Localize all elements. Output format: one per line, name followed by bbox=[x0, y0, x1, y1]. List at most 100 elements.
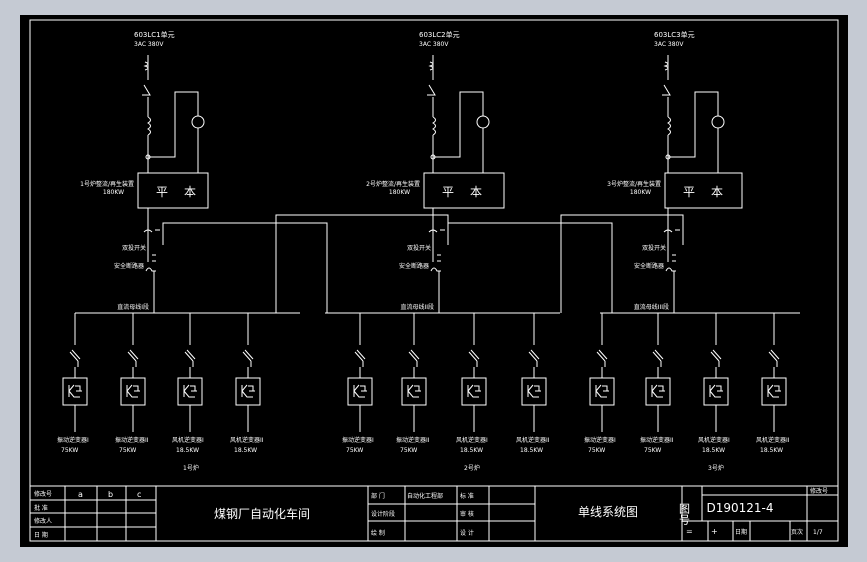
igbt-icon bbox=[68, 384, 82, 398]
unit-name: 603LC3单元 bbox=[654, 30, 695, 39]
drawing-number: D190121-4 bbox=[706, 501, 773, 515]
drawing-title: 单线系统图 bbox=[578, 505, 638, 519]
fuse-switch-icon bbox=[652, 349, 664, 367]
tie-line bbox=[447, 222, 613, 313]
safety-breaker-label: 安全断路器 bbox=[399, 262, 429, 270]
project-name: 煤钢厂自动化车间 bbox=[214, 506, 310, 521]
date-field-label: 日期 bbox=[735, 528, 747, 536]
unit-voltage: 3AC 380V bbox=[419, 41, 449, 48]
fuse-switch-icon bbox=[242, 349, 254, 367]
design-stage-label: 设计阶段 bbox=[371, 510, 395, 518]
load-name: 风机逆变器I bbox=[698, 436, 730, 444]
reactor-icon bbox=[432, 116, 436, 136]
inverter-box bbox=[401, 377, 427, 406]
contact-icon bbox=[672, 254, 676, 262]
rectifier-symbol: 平 bbox=[442, 185, 454, 199]
single-line-diagram: 603LC1单元3AC 380V平本1号炉整流/再生装置180KW双投开关安全断… bbox=[29, 19, 839, 542]
unit-name: 603LC2单元 bbox=[419, 30, 460, 39]
breaker-icon bbox=[662, 84, 671, 96]
load-power: 18.5KW bbox=[760, 447, 783, 454]
meter-icon bbox=[476, 115, 490, 129]
igbt-icon bbox=[183, 384, 197, 398]
fuse-icon bbox=[428, 61, 434, 71]
load-name: 振动逆变器II bbox=[396, 436, 430, 444]
wire bbox=[148, 91, 199, 158]
fuse-switch-icon bbox=[354, 349, 366, 367]
page-number: 1/7 bbox=[813, 529, 823, 536]
igbt-icon bbox=[651, 384, 665, 398]
rev-c: c bbox=[137, 490, 141, 499]
dept-value: 自动化工程部 bbox=[407, 492, 443, 500]
dc-bus-label: 直流母线II段 bbox=[400, 303, 434, 311]
dept-label: 部 门 bbox=[371, 492, 385, 500]
device-name: 3号炉整流/再生装置 bbox=[607, 180, 661, 188]
unit-voltage: 3AC 380V bbox=[654, 41, 684, 48]
device-power: 180KW bbox=[389, 189, 410, 196]
load-power: 75KW bbox=[61, 447, 78, 454]
transfer-switch-label: 双投开关 bbox=[642, 244, 666, 252]
igbt-icon bbox=[407, 384, 421, 398]
safety-breaker-label: 安全断路器 bbox=[634, 262, 664, 270]
inverter-box bbox=[589, 377, 615, 406]
rectifier-box bbox=[423, 172, 505, 209]
load-name: 风机逆变器I bbox=[172, 436, 204, 444]
transfer-switch-icon bbox=[143, 229, 160, 233]
inverter-box bbox=[703, 377, 729, 406]
symbol-plus: + bbox=[711, 527, 718, 536]
reactor-icon bbox=[667, 116, 671, 136]
safety-breaker-icon bbox=[430, 267, 441, 272]
load-name: 风机逆变器II bbox=[756, 436, 790, 444]
transfer-switch-icon bbox=[663, 229, 680, 233]
load-power: 75KW bbox=[346, 447, 363, 454]
load-power: 75KW bbox=[400, 447, 417, 454]
load-power: 18.5KW bbox=[176, 447, 199, 454]
transfer-switch-label: 双投开关 bbox=[122, 244, 146, 252]
rev-no-label: 修改号 bbox=[810, 487, 828, 495]
contact-icon bbox=[437, 254, 441, 262]
regen-symbol: 本 bbox=[184, 185, 196, 199]
dc-bus-label: 直流母线III段 bbox=[634, 303, 669, 311]
regen-symbol: 本 bbox=[711, 185, 723, 199]
fuse-icon bbox=[663, 61, 669, 71]
rev-a: a bbox=[78, 490, 83, 499]
fuse-switch-icon bbox=[69, 349, 81, 367]
breaker-icon bbox=[427, 84, 436, 96]
inverter-box bbox=[461, 377, 487, 406]
fuse-icon bbox=[143, 61, 149, 71]
date-label: 日 期 bbox=[34, 531, 48, 539]
wire bbox=[668, 91, 719, 158]
load-name: 振动逆变器II bbox=[115, 436, 149, 444]
load-power: 75KW bbox=[644, 447, 661, 454]
rectifier-box bbox=[137, 172, 209, 209]
inverter-box bbox=[235, 377, 261, 406]
inverter-box bbox=[521, 377, 547, 406]
fuse-switch-icon bbox=[468, 349, 480, 367]
furnace-label: 1号炉 bbox=[183, 464, 199, 472]
symbol-equal: = bbox=[686, 527, 693, 536]
standard-label: 标 准 bbox=[460, 492, 474, 500]
wire bbox=[433, 91, 484, 158]
device-power: 180KW bbox=[630, 189, 651, 196]
device-name: 2号炉整流/再生装置 bbox=[366, 180, 420, 188]
load-name: 风机逆变器II bbox=[230, 436, 264, 444]
load-name: 振动逆变器I bbox=[342, 436, 374, 444]
igbt-icon bbox=[353, 384, 367, 398]
drawing-no-label: 图号 bbox=[678, 503, 691, 526]
igbt-icon bbox=[126, 384, 140, 398]
approve-label: 批 准 bbox=[34, 504, 48, 512]
transfer-switch-label: 双投开关 bbox=[407, 244, 431, 252]
load-name: 风机逆变器I bbox=[456, 436, 488, 444]
drawn-label: 绘 制 bbox=[371, 529, 385, 537]
dc-bus-label: 直流母线I段 bbox=[117, 303, 149, 311]
furnace-label: 2号炉 bbox=[464, 464, 480, 472]
design-label: 设 计 bbox=[460, 529, 474, 537]
safety-breaker-icon bbox=[665, 267, 676, 272]
load-power: 18.5KW bbox=[520, 447, 543, 454]
rectifier-symbol: 平 bbox=[683, 185, 695, 199]
igbt-icon bbox=[595, 384, 609, 398]
fuse-switch-icon bbox=[596, 349, 608, 367]
inverter-box bbox=[347, 377, 373, 406]
tie-line bbox=[162, 222, 328, 313]
inverter-box bbox=[645, 377, 671, 406]
